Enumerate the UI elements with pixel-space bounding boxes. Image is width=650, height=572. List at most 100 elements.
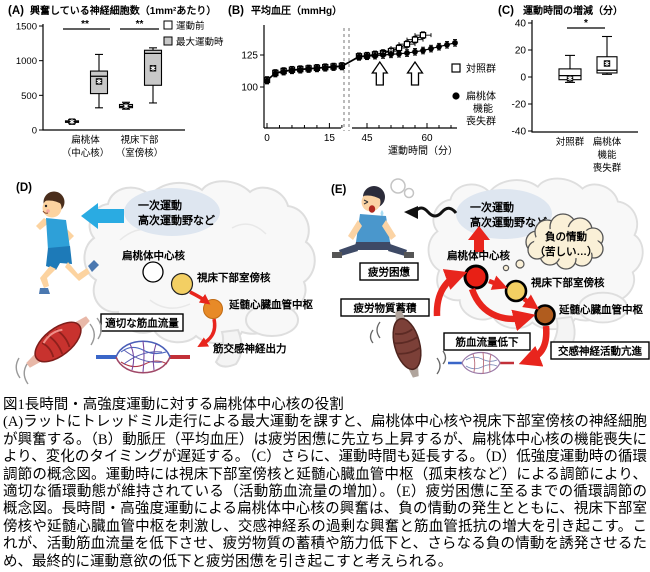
amygdala-label: 扁桃体中心核 <box>122 249 185 262</box>
shake-marks-e <box>369 321 381 344</box>
caption-body: (A)ラットにトレッドミル走行による最大運動を課すと、扁桃体中心核や視床下部室傍… <box>3 414 647 570</box>
vessel-lens <box>461 351 501 375</box>
legend-label: 対照群 <box>466 62 496 75</box>
pvn-to-medulla-arrow-e <box>522 294 540 310</box>
capillary <box>120 346 167 355</box>
data-point-square <box>395 44 403 52</box>
vessel-lens-fill <box>116 341 170 373</box>
group-label: （中心核） <box>62 147 110 159</box>
panel-e-label: (E) <box>331 184 347 196</box>
chart-b-title: 平均血圧（mmHg） <box>251 4 342 17</box>
squiggle-arrowhead <box>404 206 418 219</box>
breath-puff <box>403 187 415 199</box>
group-label: （室傍核） <box>116 147 164 159</box>
motor-command-arrow <box>81 203 124 229</box>
amygdala-label-e: 扁桃体中心核 <box>447 249 510 262</box>
panel-d-label: (D) <box>16 182 32 194</box>
chart-c-title: 運動時間の増減（分） <box>523 4 623 17</box>
tick-label: 40 <box>515 19 527 30</box>
tick-label: 0 <box>32 126 37 137</box>
muscle-illustration <box>26 316 90 368</box>
mean-star <box>150 65 156 71</box>
data-point-circle <box>444 41 450 48</box>
data-point-circle <box>264 77 270 84</box>
sweat-drop <box>380 210 384 216</box>
tick-label: 0 <box>264 133 270 144</box>
legend-label: 喪失群 <box>466 115 496 128</box>
amygdala-to-pvn-arrow <box>488 275 508 290</box>
legend-swatch <box>163 36 173 46</box>
person-mouth <box>368 205 376 213</box>
person-arm <box>382 220 396 240</box>
fatigue-label: 疲労困憊 <box>368 266 410 279</box>
person-face <box>361 192 381 212</box>
legend-label: 最大運動時 <box>176 36 224 48</box>
medulla-output-arrow <box>197 318 217 348</box>
mean-star <box>96 78 102 84</box>
x-axis-label: 運動時間（分） <box>388 144 458 157</box>
sympathetic-up-label: 交感神経活動亢進 <box>558 345 642 358</box>
data-point-circle <box>338 63 345 70</box>
sympathetic-output-label: 筋交感神経出力 <box>212 342 287 355</box>
caption-title: 図1長時間・高強度運動に対する扁桃体中心核の役割 <box>3 397 344 413</box>
capillary <box>472 351 492 375</box>
data-point-circle <box>420 47 426 54</box>
cerebellum <box>577 291 629 324</box>
tick-label: 125 <box>241 51 258 62</box>
data-point-circle <box>396 50 402 57</box>
muscle-stripes <box>394 328 420 355</box>
group-label: 対照群 <box>556 136 585 148</box>
group-label: 機能 <box>597 149 617 161</box>
muscle-flow-box <box>100 313 184 332</box>
series-line <box>266 42 456 82</box>
legend-swatch <box>163 20 173 30</box>
muscle-to-amygdala-arrow <box>433 269 468 317</box>
panel-b-label: (B) <box>228 5 244 17</box>
data-point-circle <box>372 52 378 59</box>
runner-shirt <box>46 218 70 250</box>
data-point-circle <box>436 43 442 50</box>
figure-panels: (A)興奮している神経細胞数（1mm²あたり）050010001500扁桃体（中… <box>8 4 650 385</box>
data-point-circle <box>364 53 370 60</box>
person-pants <box>354 242 392 250</box>
data-point-circle <box>428 45 434 52</box>
legend-label: 機能 <box>473 102 493 115</box>
data-point-circle <box>297 66 304 73</box>
shake-marks-e <box>436 350 447 375</box>
data-point-square <box>403 40 411 48</box>
runner-leg-front <box>40 266 56 288</box>
cloud-center <box>534 227 598 259</box>
sympathetic-up-box <box>550 341 650 360</box>
runner-eye <box>44 204 48 208</box>
pvn-node <box>170 272 194 296</box>
motor-cloud-e-line2: 高次運動野など <box>470 215 547 229</box>
flow-decrease-box <box>443 332 531 351</box>
axis <box>531 20 638 133</box>
runner-leg-back <box>65 262 90 281</box>
tick-label: 15 <box>324 133 336 144</box>
data-point-circle <box>280 68 287 75</box>
tick-label: 45 <box>361 133 373 144</box>
legend-label: 扁桃体 <box>466 90 496 103</box>
exhaustion-squiggle-arrow <box>413 206 458 218</box>
runner-shoe-back <box>88 260 99 272</box>
thought-bubble <box>515 259 525 269</box>
amygdala-node-e <box>463 264 489 290</box>
chart-neuron-count: (A)興奮している神経細胞数（1mm²あたり）050010001500扁桃体（中… <box>8 4 224 159</box>
data-point-circle <box>380 52 386 58</box>
figure-caption: 図1長時間・高強度運動に対する扁桃体中心核の役割 (A)ラットにトレッドミル走行… <box>3 397 647 571</box>
legend-label: 運動前 <box>176 20 205 32</box>
pvn-label: 視床下部室傍核 <box>196 271 271 284</box>
data-point-circle <box>272 70 279 77</box>
vessel-lens-bottom <box>115 356 171 374</box>
mean-star <box>604 61 610 66</box>
data-point-circle <box>412 48 418 55</box>
person-arm <box>348 220 362 240</box>
medulla-to-vessel-arrow <box>518 325 550 367</box>
group-label: 扁桃体 <box>593 136 622 148</box>
fatigue-substance-box <box>340 298 430 317</box>
group-label: 喪失群 <box>593 162 622 174</box>
medulla-label: 延髄心臓血管中枢 <box>228 298 313 311</box>
person-fringe <box>363 191 382 200</box>
capillary <box>120 360 168 368</box>
